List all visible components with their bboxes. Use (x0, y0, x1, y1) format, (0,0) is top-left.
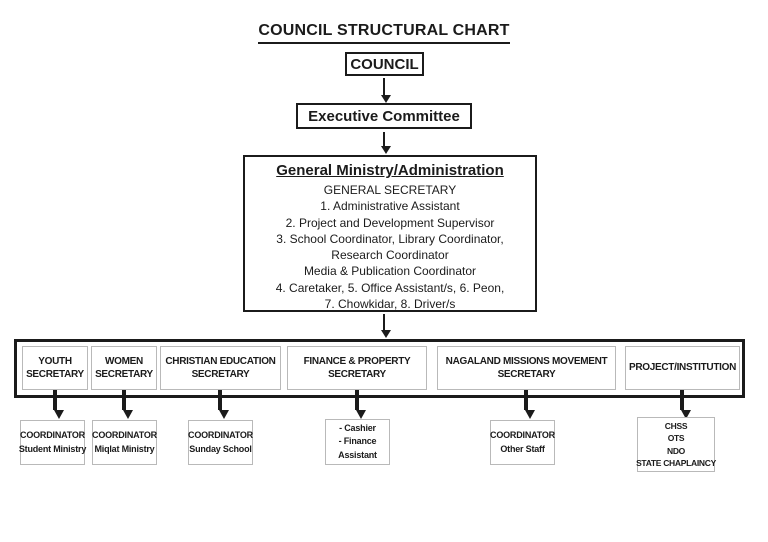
subordinate-line: Other Staff (500, 443, 545, 454)
dept-finance-property-secretary: FINANCE & PROPERTY SECRETARY (287, 346, 427, 390)
arrow-executive-to-general-ministry (381, 132, 391, 154)
subordinate-line: Miqlat Ministry (94, 443, 155, 454)
subordinate-line: COORDINATOR (490, 430, 555, 441)
dept-label: PROJECT/INSTITUTION (628, 362, 737, 374)
general-ministry-line: 2. Project and Development Supervisor (285, 215, 495, 230)
arrow-project-to-institutions (680, 390, 691, 419)
dept-label: YOUTH SECRETARY (26, 355, 84, 381)
general-ministry-line: GENERAL SECRETARY (323, 183, 457, 197)
general-ministry-line: Research Coordinator (331, 248, 449, 263)
subordinate-student-ministry: COORDINATOR Student Ministry (18, 420, 87, 465)
page-title: COUNCIL STRUCTURAL CHART (0, 22, 768, 44)
arrow-christian-education-to-coordinator (218, 390, 229, 419)
executive-committee-label: Executive Committee (308, 107, 460, 125)
arrow-nmm-to-coordinator (524, 390, 535, 419)
dept-women-secretary: WOMEN SECRETARY (91, 346, 157, 390)
general-ministry-line: 1. Administrative Assistant (320, 199, 460, 214)
general-ministry-line: 3. School Coordinator, Library Coordinat… (276, 231, 504, 246)
executive-committee-node: Executive Committee (296, 103, 472, 129)
dept-christian-education-secretary: CHRISTIAN EDUCATION SECRETARY (160, 346, 281, 390)
subordinate-line: COORDINATOR (92, 430, 157, 441)
subordinate-cashier-finance-assistant: - Cashier - Finance Assistant (325, 419, 390, 465)
subordinate-other-staff: COORDINATOR Other Staff (490, 420, 555, 465)
subordinate-line: CHSS (664, 420, 688, 431)
subordinate-line: COORDINATOR (188, 430, 253, 441)
general-ministry-line: 4. Caretaker, 5. Office Assistant/s, 6. … (275, 280, 505, 295)
page-title-text: COUNCIL STRUCTURAL CHART (258, 22, 510, 44)
subordinate-line: STATE CHAPLAINCY (636, 457, 716, 468)
dept-youth-secretary: YOUTH SECRETARY (22, 346, 88, 390)
dept-label: WOMEN SECRETARY (95, 355, 153, 381)
general-ministry-node: General Ministry/Administration GENERAL … (243, 155, 537, 312)
subordinate-institutions: CHSS OTS NDO STATE CHAPLAINCY (636, 417, 716, 472)
general-ministry-line: 7. Chowkidar, 8. Driver/s (324, 297, 456, 312)
dept-label: CHRISTIAN EDUCATION SECRETARY (165, 355, 276, 381)
arrow-general-ministry-to-departments (381, 314, 391, 338)
dept-nagaland-missions-movement-secretary: NAGALAND MISSIONS MOVEMENT SECRETARY (437, 346, 616, 390)
subordinate-line: Sunday School (189, 443, 252, 454)
subordinate-line: - Finance (338, 436, 377, 447)
subordinate-line: Assistant (338, 449, 377, 460)
council-label: COUNCIL (350, 55, 419, 73)
subordinate-miqlat-ministry: COORDINATOR Miqlat Ministry (92, 420, 157, 465)
general-ministry-line: Media & Publication Coordinator (303, 264, 477, 279)
general-ministry-heading: General Ministry/Administration (276, 162, 504, 179)
subordinate-sunday-school: COORDINATOR Sunday School (188, 420, 253, 465)
arrow-women-to-coordinator (122, 390, 133, 419)
arrow-finance-to-staff (355, 390, 366, 419)
subordinate-line: - Cashier (339, 423, 376, 434)
council-node: COUNCIL (345, 52, 424, 76)
dept-label: FINANCE & PROPERTY SECRETARY (303, 355, 411, 381)
arrow-council-to-executive (381, 78, 391, 103)
dept-label: NAGALAND MISSIONS MOVEMENT SECRETARY (445, 355, 608, 381)
subordinate-line: COORDINATOR (20, 430, 85, 441)
subordinate-line: OTS (667, 433, 685, 444)
subordinate-line: Student Ministry (18, 443, 87, 454)
dept-project-institution: PROJECT/INSTITUTION (625, 346, 740, 390)
subordinate-line: NDO (667, 445, 685, 456)
arrow-youth-to-coordinator (53, 390, 64, 419)
